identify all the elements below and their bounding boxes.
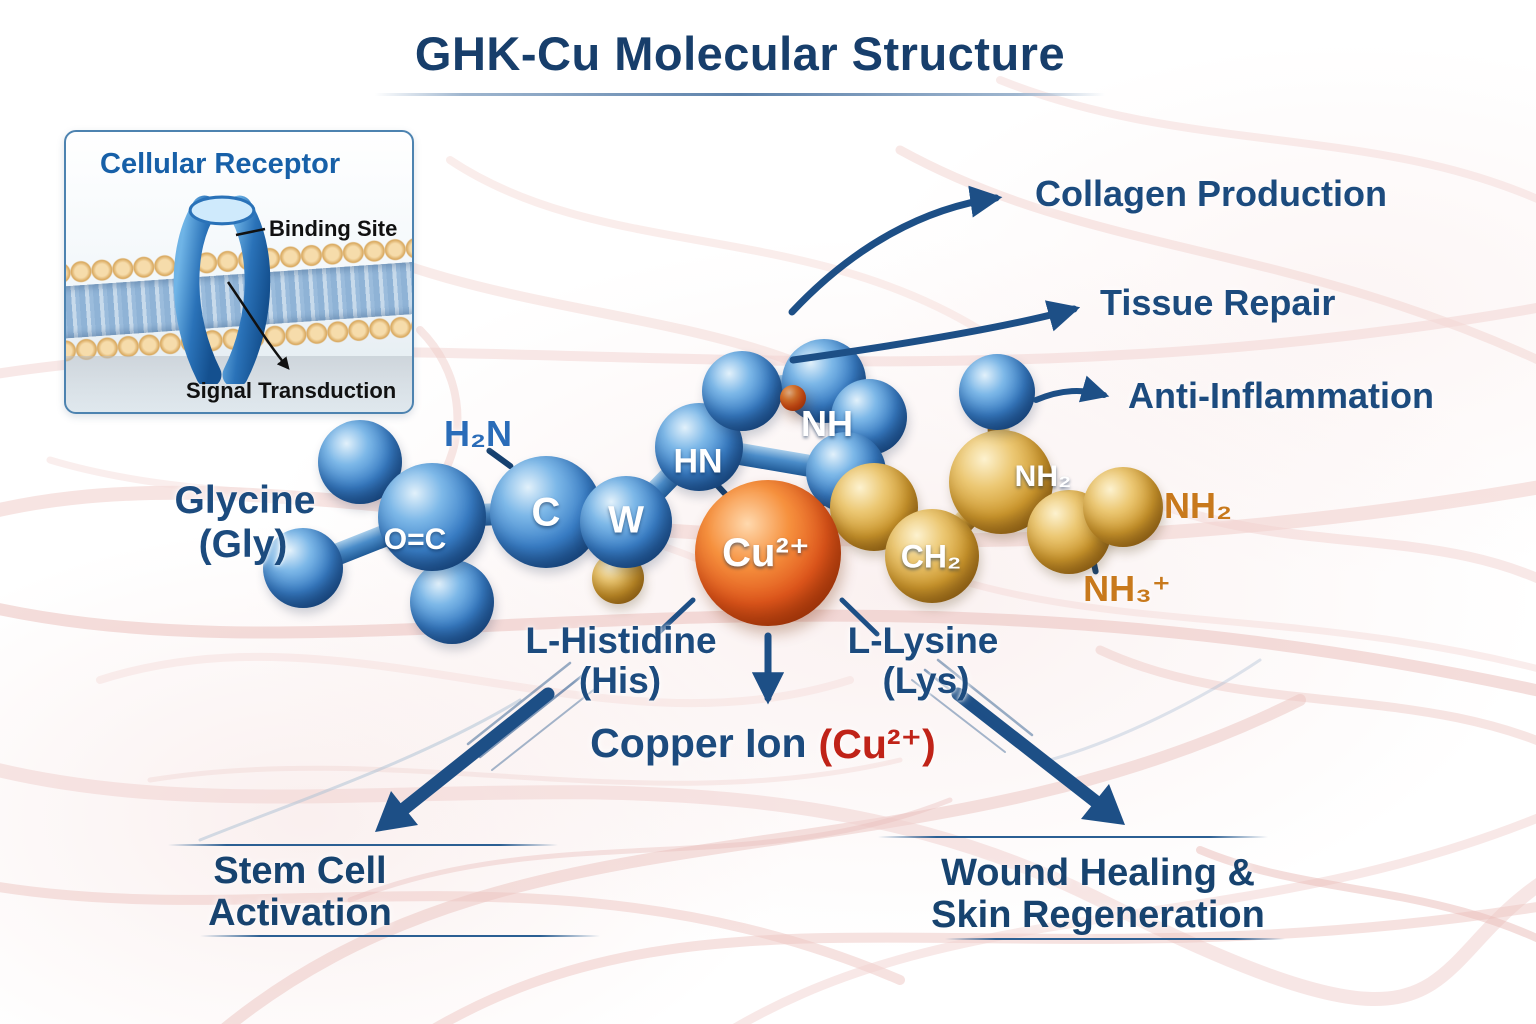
inset-title: Cellular Receptor <box>100 148 341 180</box>
lysine-top-blue-sphere <box>959 354 1035 430</box>
inset-annotation-arrows <box>226 227 290 370</box>
lysine-abbr: (Lys) <box>882 660 970 701</box>
peptide-nh-label: NH <box>801 403 853 444</box>
w-atom-label: W <box>608 499 644 542</box>
copper-ion-abbr: (Cu²⁺) <box>818 721 936 767</box>
copper-ion-caption: Copper Ion (Cu²⁺) <box>590 720 936 768</box>
rule-line <box>878 836 1268 838</box>
nh2-side-label: NH₂ <box>1164 485 1232 526</box>
rule-line <box>200 935 600 937</box>
copper-ion-symbol: Cu²⁺ <box>722 531 810 575</box>
backbone-atom-sphere <box>580 476 672 568</box>
ch2-label: CH₂ <box>900 538 962 575</box>
copper-ion-sphere <box>695 480 841 626</box>
cellular-receptor-inset: Cellular Receptor Binding Site Signal Tr… <box>64 130 414 414</box>
glycine-atom-sphere <box>263 528 343 608</box>
outcome-line: Stem Cell <box>213 850 387 892</box>
outcome-stem-cell-activation: Stem Cell Activation <box>208 850 392 934</box>
glycine-name: Glycine <box>174 479 316 522</box>
benefit-collagen-production: Collagen Production <box>1035 173 1388 214</box>
nh3-label: NH₃⁺ <box>1083 568 1171 609</box>
outcome-line: Skin Regeneration <box>931 894 1265 936</box>
binding-site-label: Binding Site <box>269 216 398 241</box>
lysine-name: L-Lysine <box>847 620 999 661</box>
h2n-label: H₂N <box>444 413 512 454</box>
small-orange-atom <box>780 385 806 411</box>
nh2-on-sphere-label: NH₂ <box>1014 460 1072 493</box>
benefit-tissue-repair: Tissue Repair <box>1100 282 1336 323</box>
outcome-line: Activation <box>208 892 392 934</box>
rule-line <box>945 938 1285 940</box>
glycine-abbr: (Gly) <box>198 523 288 566</box>
imidazole-ring-sphere <box>702 351 782 431</box>
carbonyl-carbon-sphere <box>378 463 486 571</box>
lysine-ch2-sphere <box>885 509 979 603</box>
alpha-carbon-label: C <box>531 490 561 535</box>
outcome-wound-healing: Wound Healing & Skin Regeneration <box>931 852 1265 936</box>
page-title: GHK-Cu Molecular Structure <box>414 27 1066 80</box>
lysine-chain-sphere <box>1083 467 1163 547</box>
histidine-abbr: (His) <box>578 660 662 701</box>
outcome-line: Wound Healing & <box>941 852 1255 894</box>
title-underline <box>375 93 1105 96</box>
carbonyl-label: O=C <box>383 523 447 556</box>
copper-ion-name: Copper Ion <box>590 720 807 766</box>
receptor-protein-illustration <box>173 195 271 384</box>
rule-line <box>168 844 558 846</box>
benefit-anti-inflammation: Anti-Inflammation <box>1128 375 1434 416</box>
imidazole-hn-label: HN <box>673 442 723 481</box>
signal-transduction-label: Signal Transduction <box>186 378 397 403</box>
histidine-name: L-Histidine <box>525 620 717 661</box>
glycine-atom-sphere <box>410 560 494 644</box>
